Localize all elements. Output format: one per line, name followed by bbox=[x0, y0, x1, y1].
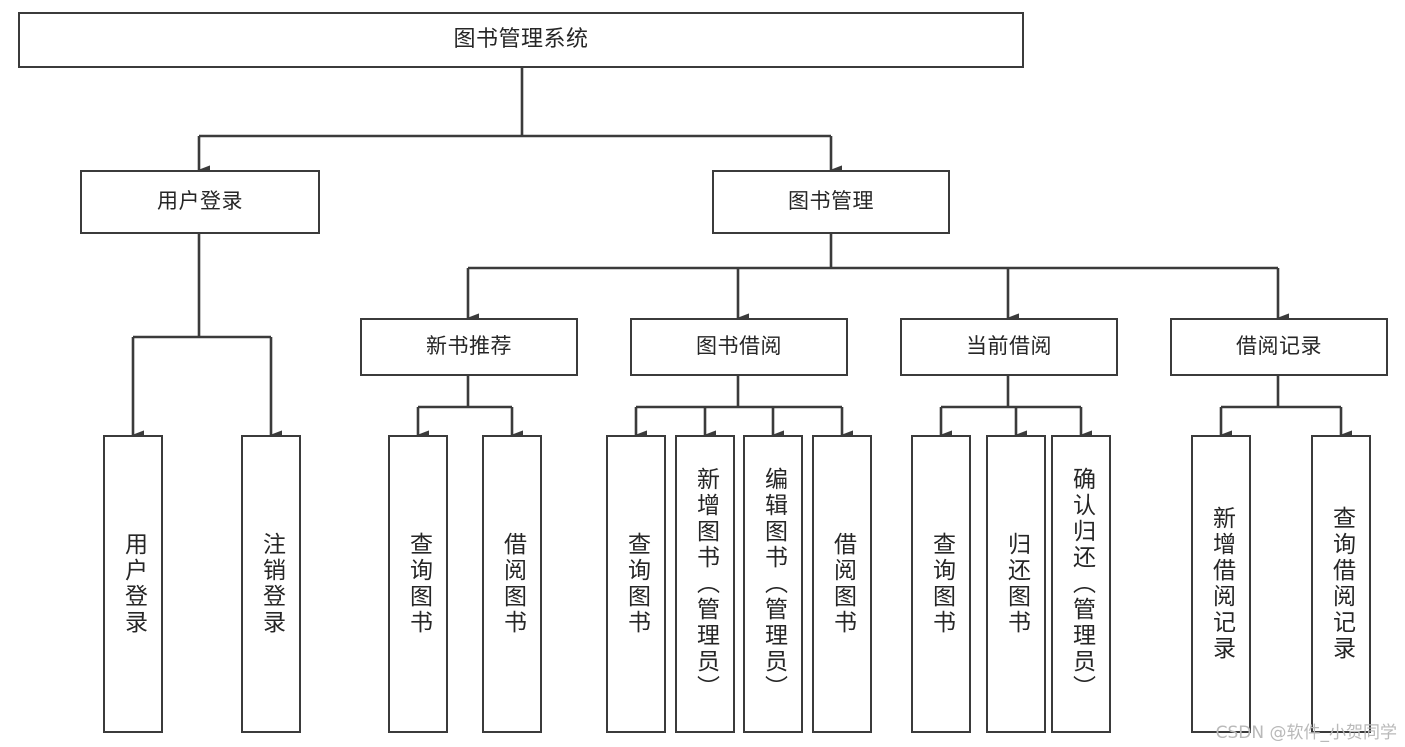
node-book-management[interactable]: 图书管理 bbox=[712, 170, 950, 234]
leaf-current-return-book[interactable]: 归还图书 bbox=[986, 435, 1046, 733]
node-label: 图书管理系统 bbox=[453, 26, 589, 52]
node-label: 注销登录 bbox=[258, 532, 285, 636]
node-label: 图书借阅 bbox=[696, 334, 782, 359]
node-user-login[interactable]: 用户登录 bbox=[80, 170, 320, 234]
node-borrow-record[interactable]: 借阅记录 bbox=[1170, 318, 1388, 376]
node-label: 新增图书（管理员） bbox=[692, 467, 719, 701]
node-book-borrow[interactable]: 图书借阅 bbox=[630, 318, 848, 376]
leaf-borrow-edit-book-admin[interactable]: 编辑图书（管理员） bbox=[743, 435, 803, 733]
node-label: 用户登录 bbox=[120, 532, 147, 636]
node-label: 借阅图书 bbox=[829, 532, 856, 636]
leaf-record-query-record[interactable]: 查询借阅记录 bbox=[1311, 435, 1371, 733]
leaf-current-query-book[interactable]: 查询图书 bbox=[911, 435, 971, 733]
node-new-book-recommend[interactable]: 新书推荐 bbox=[360, 318, 578, 376]
node-label: 查询图书 bbox=[928, 532, 955, 636]
node-label: 查询图书 bbox=[623, 532, 650, 636]
leaf-borrow-query-book[interactable]: 查询图书 bbox=[606, 435, 666, 733]
node-label: 新增借阅记录 bbox=[1208, 506, 1235, 662]
node-label: 查询借阅记录 bbox=[1328, 506, 1355, 662]
leaf-user-login-logout[interactable]: 注销登录 bbox=[241, 435, 301, 733]
node-label: 新书推荐 bbox=[426, 334, 512, 359]
leaf-record-add-record[interactable]: 新增借阅记录 bbox=[1191, 435, 1251, 733]
node-label: 借阅图书 bbox=[499, 532, 526, 636]
leaf-borrow-add-book-admin[interactable]: 新增图书（管理员） bbox=[675, 435, 735, 733]
node-label: 查询图书 bbox=[405, 532, 432, 636]
leaf-borrow-borrow-book[interactable]: 借阅图书 bbox=[812, 435, 872, 733]
node-label: 编辑图书（管理员） bbox=[760, 467, 787, 701]
node-label: 图书管理 bbox=[788, 189, 874, 214]
leaf-newbook-borrow-book[interactable]: 借阅图书 bbox=[482, 435, 542, 733]
leaf-newbook-query-book[interactable]: 查询图书 bbox=[388, 435, 448, 733]
csdn-watermark: CSDN @软件_小贺同学 bbox=[1215, 723, 1397, 743]
node-label: 确认归还（管理员） bbox=[1068, 467, 1095, 701]
node-label: 用户登录 bbox=[157, 189, 243, 214]
leaf-user-login-login[interactable]: 用户登录 bbox=[103, 435, 163, 733]
node-root-library-system[interactable]: 图书管理系统 bbox=[18, 12, 1024, 68]
node-current-borrow[interactable]: 当前借阅 bbox=[900, 318, 1118, 376]
node-label: 归还图书 bbox=[1003, 532, 1030, 636]
leaf-current-confirm-return-admin[interactable]: 确认归还（管理员） bbox=[1051, 435, 1111, 733]
node-label: 借阅记录 bbox=[1236, 334, 1322, 359]
node-label: 当前借阅 bbox=[966, 334, 1052, 359]
